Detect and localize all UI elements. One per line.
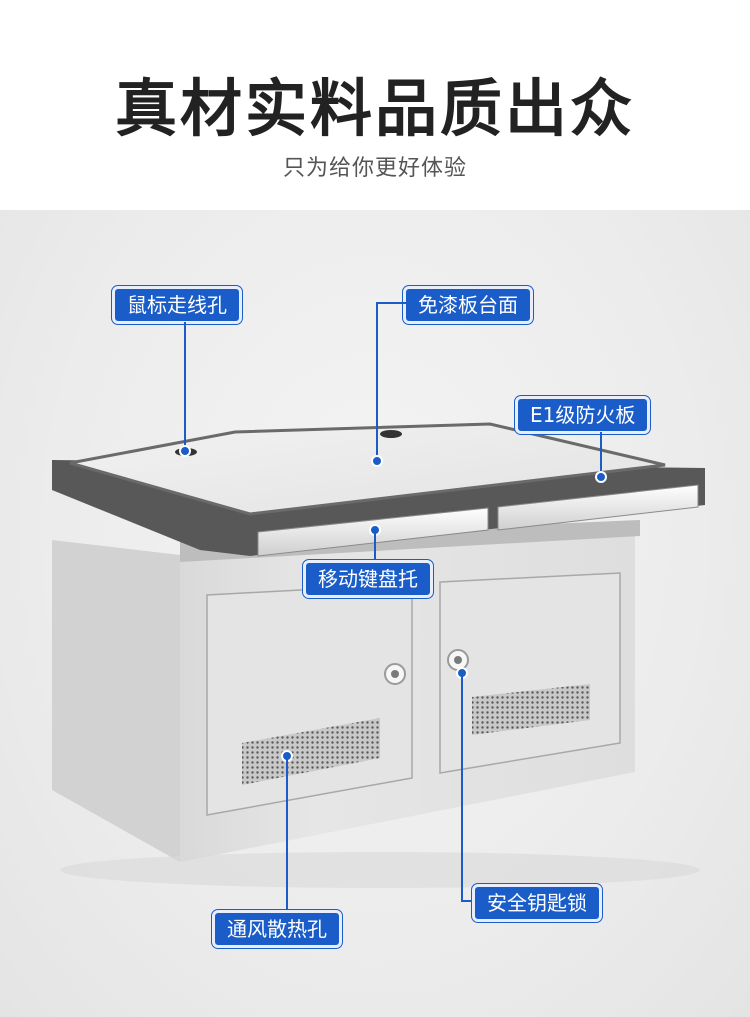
callout-dot-mouse-hole xyxy=(179,445,191,457)
callout-line-fireproof xyxy=(600,432,602,476)
header: 真材实料品质出众 只为给你更好体验 xyxy=(0,0,750,210)
page-title: 真材实料品质出众 xyxy=(114,72,635,145)
callout-mouse-hole: 鼠标走线孔 xyxy=(112,286,242,324)
callout-dot-fireproof xyxy=(595,471,607,483)
callout-line-keyboard-tray xyxy=(374,532,376,562)
lock-left xyxy=(384,663,406,685)
callout-line-vent xyxy=(286,758,288,910)
callout-line-lock-h xyxy=(461,900,475,902)
callout-keyboard-tray: 移动键盘托 xyxy=(303,560,433,598)
callout-desktop: 免漆板台面 xyxy=(403,286,533,324)
desktop-surface xyxy=(69,422,666,516)
vent-left xyxy=(242,718,380,785)
callout-dot-desktop xyxy=(371,455,383,467)
callout-line-lock xyxy=(461,675,463,901)
callout-fireproof: E1级防火板 xyxy=(515,396,651,434)
callout-line-mouse-hole xyxy=(184,322,186,450)
cable-hole-center xyxy=(380,430,402,438)
callout-lock: 安全钥匙锁 xyxy=(472,884,602,922)
keyboard-tray-right xyxy=(497,484,699,531)
callout-line-desktop-v xyxy=(376,302,378,460)
console-desk-illustration xyxy=(52,422,705,888)
page-subtitle: 只为给你更好体验 xyxy=(282,156,467,181)
cabinet-left-side xyxy=(52,540,180,862)
callout-line-desktop xyxy=(376,302,406,304)
callout-vent: 通风散热孔 xyxy=(212,910,342,948)
left-door xyxy=(206,583,413,816)
product-stage: 鼠标走线孔 免漆板台面 E1级防火板 移动键盘托 通风散热孔 安全钥匙锁 xyxy=(0,210,750,1017)
vent-right xyxy=(472,684,590,735)
